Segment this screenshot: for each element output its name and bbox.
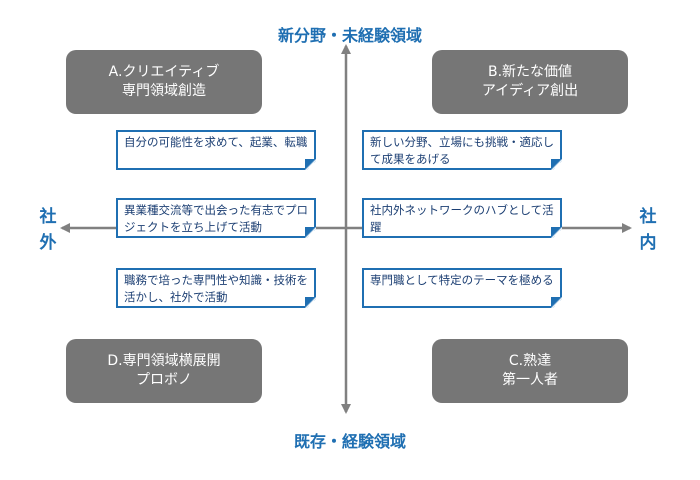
axis-label-right-text: 社内 xyxy=(639,207,657,253)
quadrant-c-box: C.熟達 第一人者 xyxy=(432,339,628,403)
axis-label-left-text: 社外 xyxy=(39,207,57,253)
quadrant-d-box: D.専門領域横展開 プロボノ xyxy=(66,339,262,403)
axis-label-right: 社内 xyxy=(636,204,660,256)
quadrant-a-subtitle: 専門領域創造 xyxy=(122,83,206,99)
quadrant-d-subtitle: プロボノ xyxy=(136,372,192,388)
axis-label-bottom: 既存・経験領域 xyxy=(293,432,406,451)
quadrant-a-box: A.クリエイティブ 専門領域創造 xyxy=(66,50,262,114)
note-middle-left: 異業種交流等で出会った有志でプロジェクトを立ち上げて活動 xyxy=(116,198,316,238)
axis-label-left: 社外 xyxy=(36,204,60,256)
quadrant-c-title: C.熟達 xyxy=(508,353,552,369)
note-top-right: 新しい分野、立場にも挑戦・適応して成果をあげる xyxy=(362,130,562,170)
note-bottom-left: 職務で培った専門性や知識・技術を活かし、社外で活動 xyxy=(116,268,316,308)
quadrant-d-title: D.専門領域横展開 xyxy=(107,353,221,369)
quadrant-c-subtitle: 第一人者 xyxy=(502,372,558,388)
quadrant-b-title: B.新たな価値 xyxy=(487,64,573,80)
note-top-left: 自分の可能性を求めて、起業、転職 xyxy=(116,130,316,170)
quadrant-b-box: B.新たな価値 アイディア創出 xyxy=(432,50,628,114)
note-bottom-right: 専門職として特定のテーマを極める xyxy=(362,268,562,308)
axis-label-top: 新分野・未経験領域 xyxy=(277,26,422,45)
quadrant-a-title: A.クリエイティブ xyxy=(108,64,220,80)
note-middle-right: 社内外ネットワークのハブとして活躍 xyxy=(362,198,562,238)
quadrant-b-subtitle: アイディア創出 xyxy=(481,83,579,99)
